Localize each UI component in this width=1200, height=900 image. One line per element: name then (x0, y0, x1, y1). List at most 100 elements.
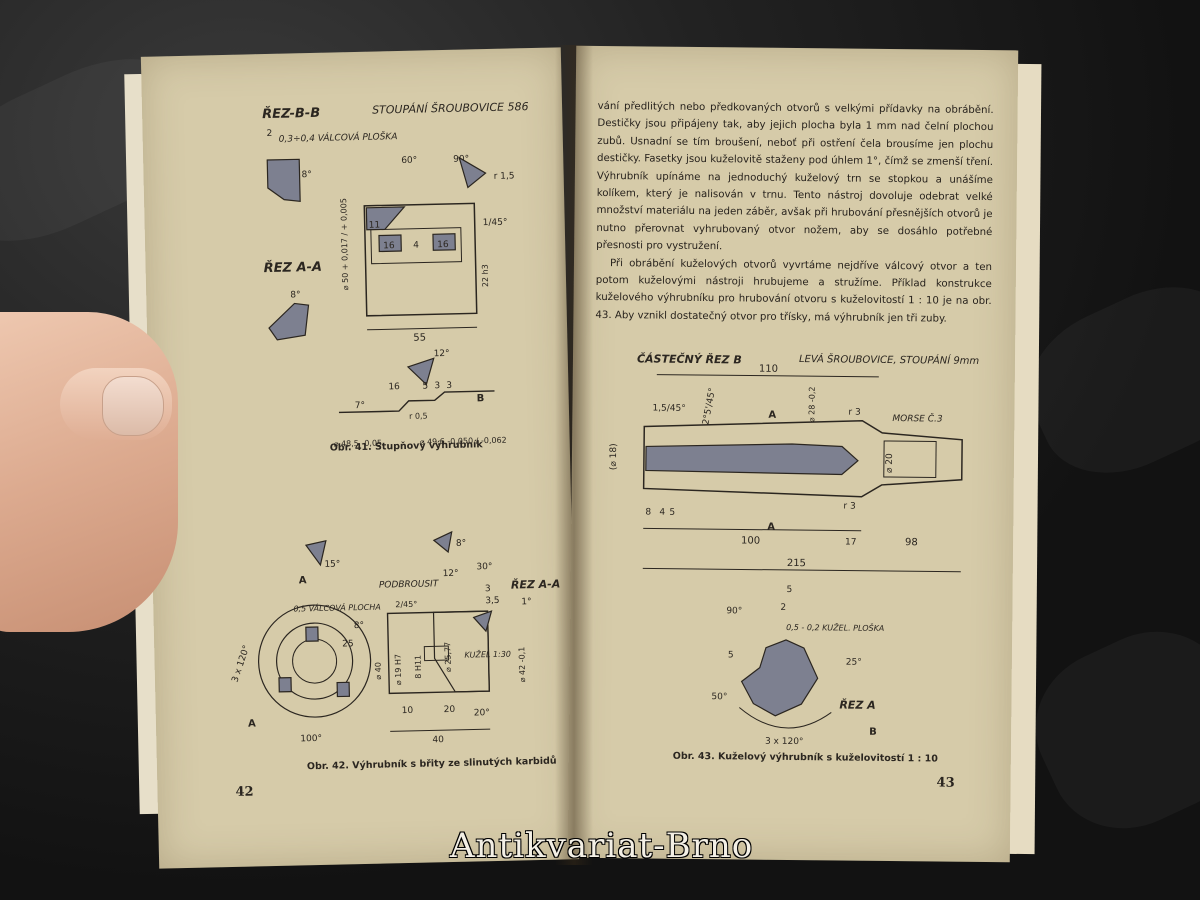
dim-label: 7° (355, 401, 365, 411)
fig43-section-a-label: ŘEZ A (839, 697, 875, 711)
dim-label: 90° (726, 606, 742, 616)
fig43-cone-land-label: 0,5 - 0,2 KUŽEL. PLOŠKA (786, 621, 884, 633)
fig43-section-a-profile (740, 639, 819, 717)
dim-label: 12° (434, 349, 450, 359)
dim-label: 50° (711, 692, 727, 702)
dim-label: ⌀ 50 + 0,017 / + 0,005 (339, 198, 350, 290)
dim-label: 2 (780, 603, 786, 613)
dim-label: 3 x 120° (230, 644, 252, 684)
fig41-section-bb-label: ŘEZ-B-B (262, 105, 320, 122)
dim-label: ⌀ 25,77 (443, 642, 453, 672)
fig43-caption: Obr. 43. Kuželový výhrubník s kuželovito… (672, 750, 938, 765)
fig41-thread-pitch-label: STOUPÁNÍ ŠROUBOVICE 586 (372, 100, 529, 117)
fig42-end-view-bore (292, 638, 338, 684)
dim-label: 100 (741, 535, 760, 546)
dim-label: ⌀ 28 -0,2 (807, 386, 816, 422)
dim-label: 8 (645, 507, 651, 517)
section-mark-a: A (767, 522, 775, 533)
left-page: ŘEZ-B-B STOUPÁNÍ ŠROUBOVICE 586 0,3÷0,4 … (140, 47, 580, 869)
section-mark-b: B (869, 727, 877, 738)
dim-label: 5 (787, 585, 793, 595)
dim-label: 2°5'/45° (701, 387, 718, 426)
section-mark-a: A (768, 410, 776, 421)
dim-label: (⌀ 18) (609, 443, 619, 470)
dim-label: 15° (324, 559, 340, 569)
dim-label: 55 (413, 332, 426, 343)
dim-label: ⌀ 48,5 -0,05 (334, 438, 383, 448)
tool-key-right (432, 233, 456, 251)
fig42-cutter-tip-left (304, 540, 327, 567)
dim-label: r 3 (848, 408, 860, 418)
dim-label: ⌀ 20 (885, 453, 895, 473)
fig42-section-aa-label: ŘEZ A-A (511, 576, 561, 591)
right-page-number: 43 (936, 775, 955, 791)
tool-tooth-detail (458, 156, 487, 189)
dim-label: 60° (401, 156, 417, 166)
dim-label: 8 H11 (413, 655, 423, 679)
fig42-end-view-inner (275, 622, 354, 700)
fig43-shank (883, 440, 937, 479)
right-page: vání předlitých nebo předkovaných otvorů… (567, 45, 1019, 863)
tool-body-outline (363, 202, 478, 317)
dim-label: 1° (521, 597, 531, 607)
left-page-number: 42 (235, 784, 254, 800)
fig42-insert (305, 626, 319, 642)
fig42-podbrousit-label: PODBROUSIT (379, 579, 440, 590)
fig41-caption: Obr. 41. Stupňový výhrubník (329, 439, 483, 454)
dim-label: ⌀ 42 -0,1 (517, 647, 527, 683)
tool-body-hatch (365, 206, 406, 231)
dim-label: 20° (474, 708, 490, 718)
tooth-section-aa (268, 302, 310, 341)
fig42-taper-label: KUŽEL 1:30 (464, 648, 511, 660)
section-mark-a: A (299, 575, 307, 586)
cutter-tip (406, 357, 435, 386)
right-page-body-text: vání předlitých nebo předkovaných otvorů… (595, 98, 993, 328)
figure-42-drawing: 15° 8° 12° 30° A PODBROUSIT ŘEZ A-A 0,5 … (230, 530, 561, 745)
dim-line-40 (390, 728, 491, 732)
dim-label: r 0,5 (409, 411, 428, 420)
tooth-section-bb (266, 158, 301, 202)
dim-label: 8° (456, 539, 466, 549)
dim-label: 17 (845, 538, 857, 548)
watermark-text: Antikvariat-Brno (450, 826, 754, 866)
dim-label: 2 (267, 129, 273, 139)
dim-label: 1,5/45° (652, 404, 685, 414)
paragraph: vání předlitých nebo předkovaných otvorů… (596, 100, 994, 253)
dim-label: 16 (383, 241, 395, 251)
dim-label: 10 (402, 706, 414, 716)
dim-label: 8° (301, 170, 311, 180)
dim-label: 1/45° (483, 218, 508, 229)
hand (0, 312, 178, 632)
fig42-insert (336, 681, 351, 698)
figure-43-drawing: ČÁSTEČNÝ ŘEZ B LEVÁ ŠROUBOVICE, STOUPÁNÍ… (609, 351, 980, 747)
dim-label: 8° (290, 290, 300, 300)
dim-label: r 1,5 (494, 171, 515, 181)
fig43-helix-label: LEVÁ ŠROUBOVICE, STOUPÁNÍ 9mm (799, 352, 980, 367)
fig42-side-view-hatch (432, 610, 490, 693)
dim-label: 110 (759, 364, 778, 375)
fig41-section-aa-label: ŘEZ A-A (263, 259, 322, 276)
dim-label: 3 (434, 381, 440, 391)
dim-label: ⌀ 40 (374, 662, 383, 680)
fig43-morse-label: MORSE Č.3 (892, 412, 943, 425)
figure-41-drawing: ŘEZ-B-B STOUPÁNÍ ŠROUBOVICE 586 0,3÷0,4 … (262, 100, 529, 449)
dim-label: 30° (476, 562, 492, 572)
dim-label: B (477, 393, 485, 404)
dim-label: 3,5 (485, 596, 500, 606)
thumbnail (102, 376, 164, 436)
dim-label: 3 (485, 584, 491, 594)
dim-label: 11 (369, 220, 381, 230)
fig41-land-label: 0,3÷0,4 VÁLCOVÁ PLOŠKA (279, 130, 398, 145)
dim-label: 4 (413, 241, 419, 251)
dim-label: 25 (342, 639, 354, 649)
fig42-end-view-outer (257, 604, 372, 718)
fig42-side-insert (472, 610, 493, 633)
stepped-profile (338, 390, 495, 414)
fig43-arc-3x120 (739, 707, 832, 729)
dim-label: ⌀ 49,6 -0,050 / -0,062 (420, 436, 507, 447)
dim-label: 22 h3 (481, 264, 491, 287)
dim-label: 215 (787, 558, 806, 569)
dim-label: 12° (443, 569, 459, 579)
fig43-tool-outline (642, 419, 963, 498)
dim-label: 3 x 120° (765, 737, 804, 747)
